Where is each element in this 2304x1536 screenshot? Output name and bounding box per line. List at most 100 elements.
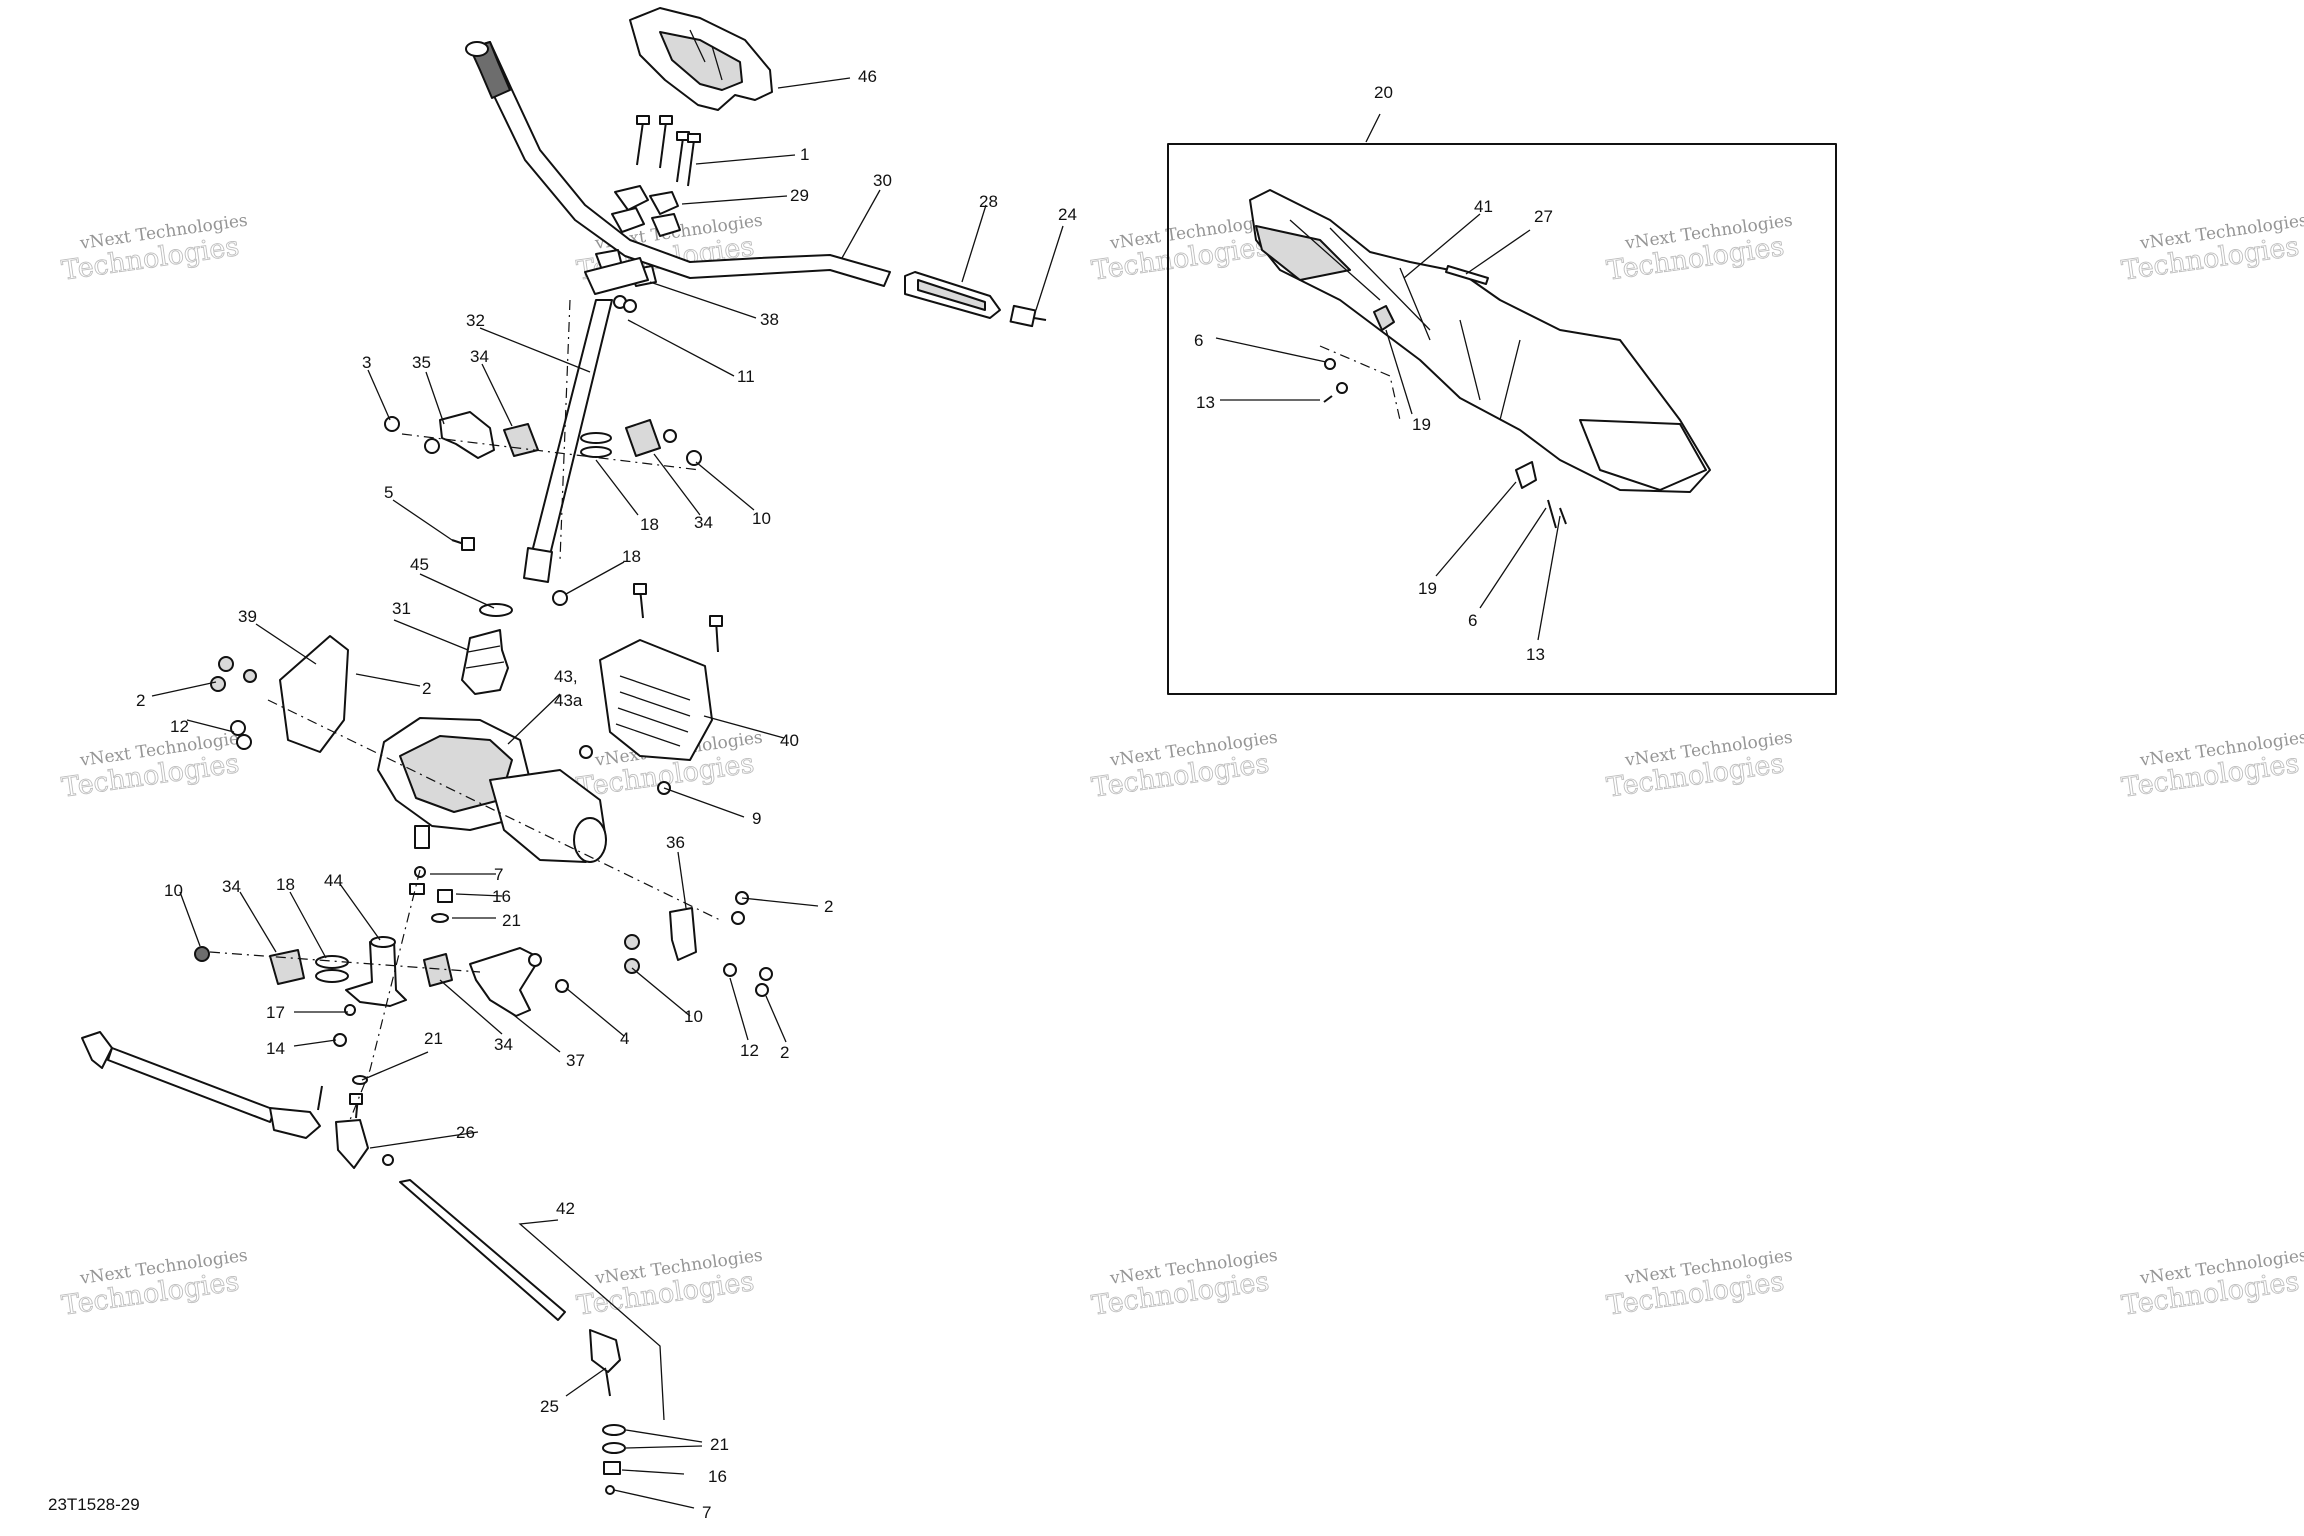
part-7-16-21-upper — [409, 866, 453, 923]
callout-43a: 43a — [554, 691, 583, 710]
callout-27: 27 — [1534, 207, 1553, 226]
callout-37: 37 — [566, 1051, 585, 1070]
callout-14: 14 — [266, 1039, 285, 1058]
callout-42: 42 — [556, 1199, 575, 1218]
callout-2-lower: 2 — [780, 1043, 789, 1062]
callout-12-lower: 12 — [740, 1041, 759, 1060]
assembly-centerlines — [209, 299, 1401, 1121]
part-tie-end-26 — [335, 1093, 394, 1169]
callout-21-lower: 21 — [710, 1435, 729, 1454]
part-lower-assembly — [194, 936, 569, 1085]
callout-3: 3 — [362, 353, 371, 372]
callout-21-mid: 21 — [424, 1029, 443, 1048]
callout-11: 11 — [737, 367, 755, 386]
callout-29: 29 — [790, 186, 809, 205]
callout-31: 31 — [392, 599, 411, 618]
callout-12-left: 12 — [170, 717, 189, 736]
callout-16-lower: 16 — [708, 1467, 727, 1486]
callout-45: 45 — [410, 555, 429, 574]
callout-10-upper: 10 — [752, 509, 771, 528]
parts-artwork — [81, 7, 1837, 1495]
callout-10-lower: 10 — [684, 1007, 703, 1026]
callout-13-inset-lower: 13 — [1526, 645, 1545, 664]
part-grip-28 — [904, 271, 1001, 319]
part-power-steering-unit — [377, 717, 607, 863]
callout-7-upper: 7 — [494, 865, 503, 884]
callout-41: 41 — [1474, 197, 1493, 216]
callout-16-upper: 16 — [492, 887, 511, 906]
part-ring-45 — [479, 590, 568, 617]
part-tie-rod-left — [81, 1031, 323, 1139]
part-cover-40 — [579, 583, 723, 795]
callout-leaders — [151, 77, 1561, 1509]
diagram-reference-code: 23T1528-29 — [48, 1495, 140, 1514]
part-orings-18 — [580, 432, 612, 458]
callout-30: 30 — [873, 171, 892, 190]
callout-34-lower-left: 34 — [222, 877, 241, 896]
callout-20: 20 — [1374, 83, 1393, 102]
callout-40: 40 — [780, 731, 799, 750]
callout-2-mid: 2 — [422, 679, 431, 698]
part-bolts-1 — [636, 115, 701, 187]
callout-38: 38 — [760, 310, 779, 329]
callout-2-right-upper: 2 — [824, 897, 833, 916]
callout-44: 44 — [324, 871, 343, 890]
part-bracket-35 — [384, 411, 495, 459]
callout-4: 4 — [620, 1029, 629, 1048]
callout-24: 24 — [1058, 205, 1077, 224]
callout-10-left: 10 — [164, 881, 183, 900]
callout-18-upper: 18 — [640, 515, 659, 534]
callout-21-upper: 21 — [502, 911, 521, 930]
part-bracket-39 — [210, 635, 349, 753]
callout-25: 25 — [540, 1397, 559, 1416]
part-tie-rod-42 — [399, 1179, 626, 1495]
part-nut-10a — [686, 450, 702, 466]
callout-1: 1 — [800, 145, 809, 164]
callout-39: 39 — [238, 607, 257, 626]
callout-26: 26 — [456, 1123, 475, 1142]
callout-6-inset-lower: 6 — [1468, 611, 1477, 630]
part-bolt-5 — [451, 537, 475, 551]
callout-labels: 46 1 29 30 28 24 38 32 11 3 35 34 18 34 … — [136, 67, 1553, 1522]
part-boot-31 — [461, 629, 509, 695]
callout-19-inset-lower: 19 — [1418, 579, 1437, 598]
inset-frame — [1167, 143, 1837, 695]
callout-32: 32 — [466, 311, 485, 330]
callout-28: 28 — [979, 192, 998, 211]
callout-34-upper-right: 34 — [694, 513, 713, 532]
callout-17: 17 — [266, 1003, 285, 1022]
callout-35: 35 — [412, 353, 431, 372]
part-handlebar-cover — [629, 7, 773, 111]
part-11 — [613, 295, 637, 313]
callout-18-lower: 18 — [276, 875, 295, 894]
part-steering-column — [523, 257, 649, 583]
part-bushing-34a — [503, 419, 677, 457]
part-clamps-29 — [611, 185, 681, 237]
callout-34-lower-right: 34 — [494, 1035, 513, 1054]
callout-36: 36 — [666, 833, 685, 852]
callout-7-lower: 7 — [702, 1503, 711, 1522]
callout-19-inset-upper: 19 — [1412, 415, 1431, 434]
part-handlebar — [465, 41, 891, 287]
callout-13-inset-upper: 13 — [1196, 393, 1215, 412]
callout-5: 5 — [384, 483, 393, 502]
callout-43: 43, — [554, 667, 578, 686]
callout-46: 46 — [858, 67, 877, 86]
callout-9: 9 — [752, 809, 761, 828]
callout-2-left: 2 — [136, 691, 145, 710]
callout-18-mid: 18 — [622, 547, 641, 566]
part-end-bolt-24 — [1009, 304, 1047, 328]
